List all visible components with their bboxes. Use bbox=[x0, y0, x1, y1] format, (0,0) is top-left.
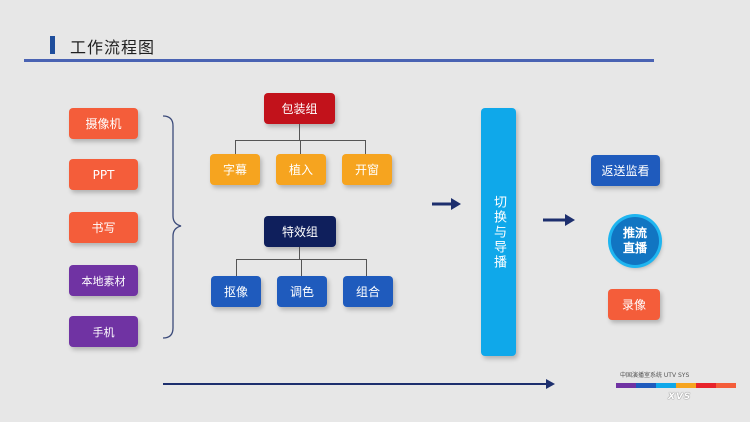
output-monitor-return: 返送监看 bbox=[591, 155, 660, 186]
tile-subtitles: 字幕 bbox=[210, 154, 260, 185]
arrow-to-switcher bbox=[432, 198, 461, 210]
effects-group: 特效组 bbox=[264, 216, 336, 247]
brand-color-stripes bbox=[616, 383, 736, 388]
output-live-stream: 推流 直播 bbox=[611, 217, 659, 265]
brand-caption: 中国演播室系统 UTV SYS bbox=[620, 372, 690, 379]
page-title: 工作流程图 bbox=[70, 38, 156, 57]
source-phone: 手机 bbox=[69, 316, 138, 347]
packaging-branch-left bbox=[235, 140, 236, 154]
arrow-to-outputs bbox=[543, 214, 575, 226]
effects-branch-left bbox=[236, 259, 237, 276]
packaging-connector bbox=[299, 124, 300, 140]
source-local-media: 本地素材 bbox=[69, 265, 138, 296]
timeline-arrow bbox=[163, 379, 555, 389]
title-accent-bar bbox=[50, 36, 55, 54]
tile-window: 开窗 bbox=[342, 154, 392, 185]
brand-logo: XVS bbox=[668, 392, 692, 402]
packaging-group: 包装组 bbox=[264, 93, 335, 124]
output-recording: 录像 bbox=[608, 289, 660, 320]
tile-keying: 抠像 bbox=[211, 276, 261, 307]
switcher-director: 切换与导播 bbox=[481, 108, 516, 356]
effects-branch-mid bbox=[301, 259, 302, 276]
packaging-branch-mid bbox=[300, 140, 301, 154]
effects-branch-right bbox=[366, 259, 367, 276]
source-ppt: PPT bbox=[69, 159, 138, 190]
source-writing: 书写 bbox=[69, 212, 138, 243]
tile-insertion: 植入 bbox=[276, 154, 326, 185]
source-camera: 摄像机 bbox=[69, 108, 138, 139]
tile-composite: 组合 bbox=[343, 276, 393, 307]
title-underline bbox=[24, 59, 654, 62]
source-bracket bbox=[162, 115, 182, 339]
effects-connector bbox=[299, 247, 300, 259]
packaging-branch-right bbox=[365, 140, 366, 154]
tile-color-grading: 调色 bbox=[277, 276, 327, 307]
